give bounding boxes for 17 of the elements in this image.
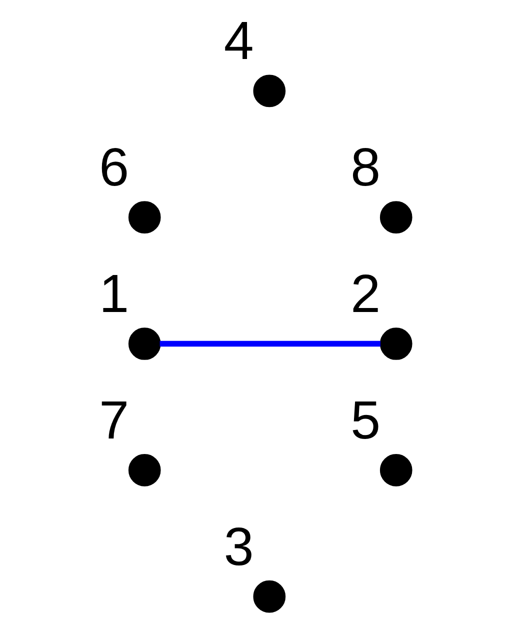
node-circle — [128, 201, 161, 234]
node-circle — [380, 201, 412, 234]
node-label: 1 — [99, 264, 129, 324]
node-circle — [380, 454, 412, 486]
node-circle — [253, 74, 286, 108]
node-label: 6 — [99, 138, 129, 198]
node-circle — [128, 328, 161, 360]
node-label: 7 — [99, 390, 129, 450]
node-label: 4 — [224, 11, 254, 72]
node-circle — [380, 328, 412, 360]
node-label: 8 — [350, 138, 380, 198]
connector — [160, 340, 380, 347]
node-circle — [128, 454, 161, 486]
node-circle — [253, 580, 286, 613]
node-label: 5 — [350, 390, 380, 450]
node-label: 3 — [224, 516, 254, 577]
node-label: 2 — [350, 264, 380, 324]
